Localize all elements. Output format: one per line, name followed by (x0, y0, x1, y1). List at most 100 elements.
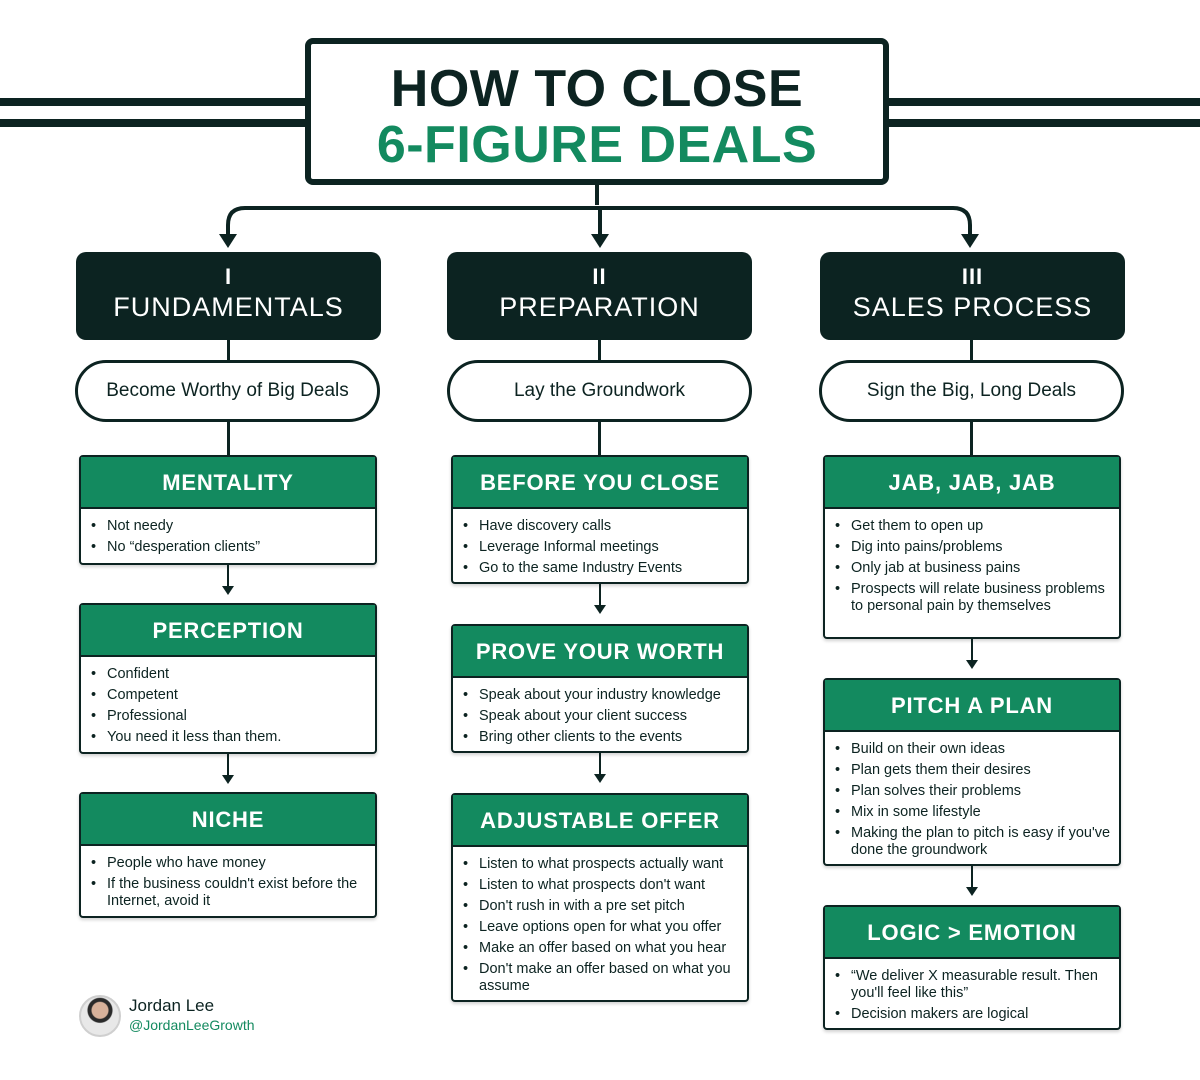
card-title: NICHE (81, 794, 375, 846)
list-item: Decision makers are logical (835, 1006, 1113, 1023)
arrow-down-icon (966, 887, 978, 896)
connector (227, 565, 229, 587)
connector (970, 340, 973, 360)
list-item: Listen to what prospects don't want (463, 877, 741, 894)
card-perception: PERCEPTION Confident Competent Professio… (79, 603, 377, 754)
list-item: If the business couldn't exist before th… (91, 876, 369, 910)
stage-numeral: I (224, 264, 233, 289)
author-avatar (79, 995, 121, 1037)
card-adjustable-offer: ADJUSTABLE OFFER Listen to what prospect… (451, 793, 749, 1002)
list-item: Plan gets them their desires (835, 762, 1113, 779)
list-item: No “desperation clients” (91, 539, 369, 556)
list-item: “We deliver X measurable result. Then yo… (835, 968, 1113, 1002)
connector (227, 754, 229, 776)
connector (971, 639, 973, 661)
card-list: Have discovery calls Leverage Informal m… (453, 509, 747, 588)
card-list: Not needy No “desperation clients” (81, 509, 375, 567)
author-handle: @JordanLeeGrowth (129, 1017, 255, 1033)
card-prove-your-worth: PROVE YOUR WORTH Speak about your indust… (451, 624, 749, 753)
list-item: Not needy (91, 518, 369, 535)
card-niche: NICHE People who have money If the busin… (79, 792, 377, 918)
tagline-sales-process: Sign the Big, Long Deals (819, 360, 1124, 422)
connector (227, 422, 230, 456)
list-item: People who have money (91, 855, 369, 872)
author-name: Jordan Lee (129, 996, 215, 1015)
list-item: Professional (91, 708, 369, 725)
list-item: Speak about your client success (463, 708, 741, 725)
title-branch-connector (226, 185, 972, 236)
arrow-down-icon (594, 605, 606, 614)
list-item: Make an offer based on what you hear (463, 940, 741, 957)
list-item: Don't make an offer based on what you as… (463, 961, 741, 995)
list-item: Have discovery calls (463, 518, 741, 535)
card-title: MENTALITY (81, 457, 375, 509)
card-title: ADJUSTABLE OFFER (453, 795, 747, 847)
card-mentality: MENTALITY Not needy No “desperation clie… (79, 455, 377, 565)
connector (599, 753, 601, 775)
connector (599, 584, 601, 606)
title-line-1: HOW TO CLOSE (390, 60, 804, 118)
card-before-you-close: BEFORE YOU CLOSE Have discovery calls Le… (451, 455, 749, 584)
list-item: Speak about your industry knowledge (463, 687, 741, 704)
connector (227, 340, 230, 360)
arrow-down-icon (222, 775, 234, 784)
tagline-fundamentals: Become Worthy of Big Deals (75, 360, 380, 422)
card-list: “We deliver X measurable result. Then yo… (825, 959, 1119, 1034)
card-list: Listen to what prospects actually want L… (453, 847, 747, 1006)
tagline-preparation: Lay the Groundwork (447, 360, 752, 422)
stage-name: FUNDAMENTALS (113, 292, 344, 322)
card-title: PERCEPTION (81, 605, 375, 657)
arrow-down-icon (594, 774, 606, 783)
list-item: Prospects will relate business problems … (835, 581, 1113, 615)
connector (598, 340, 601, 360)
left-rail-top (0, 98, 310, 106)
arrow-down-icon (222, 586, 234, 595)
list-item: Leave options open for what you offer (463, 919, 741, 936)
stage-fundamentals: I FUNDAMENTALS (76, 252, 381, 340)
list-item: Dig into pains/problems (835, 539, 1113, 556)
list-item: Go to the same Industry Events (463, 560, 741, 577)
list-item: Confident (91, 666, 369, 683)
list-item: Only jab at business pains (835, 560, 1113, 577)
card-title: LOGIC > EMOTION (825, 907, 1119, 959)
card-logic-over-emotion: LOGIC > EMOTION “We deliver X measurable… (823, 905, 1121, 1030)
connector (971, 866, 973, 888)
list-item: Competent (91, 687, 369, 704)
card-list: Speak about your industry knowledge Spea… (453, 678, 747, 757)
stage-numeral: III (961, 264, 984, 289)
stage-name: PREPARATION (499, 292, 700, 322)
card-list: Confident Competent Professional You nee… (81, 657, 375, 757)
list-item: Mix in some lifestyle (835, 804, 1113, 821)
card-pitch-a-plan: PITCH A PLAN Build on their own ideas Pl… (823, 678, 1121, 866)
list-item: Leverage Informal meetings (463, 539, 741, 556)
card-title: PROVE YOUR WORTH (453, 626, 747, 678)
card-title: JAB, JAB, JAB (825, 457, 1119, 509)
list-item: Making the plan to pitch is easy if you'… (835, 825, 1113, 859)
card-title: PITCH A PLAN (825, 680, 1119, 732)
list-item: You need it less than them. (91, 729, 369, 746)
stage-numeral: II (592, 264, 607, 289)
card-list: Get them to open up Dig into pains/probl… (825, 509, 1119, 626)
list-item: Plan solves their problems (835, 783, 1113, 800)
list-item: Build on their own ideas (835, 741, 1113, 758)
connector (970, 422, 973, 456)
list-item: Bring other clients to the events (463, 729, 741, 746)
left-rail-bottom (0, 119, 310, 127)
stage-preparation: II PREPARATION (447, 252, 752, 340)
title-line-2: 6-FIGURE DEALS (376, 116, 818, 174)
arrow-to-fundamentals (219, 234, 237, 248)
card-jab-jab-jab: JAB, JAB, JAB Get them to open up Dig in… (823, 455, 1121, 639)
connector (598, 422, 601, 456)
stage-sales-process: III SALES PROCESS (820, 252, 1125, 340)
list-item: Get them to open up (835, 518, 1113, 535)
right-rail-bottom (885, 119, 1200, 127)
title-box: HOW TO CLOSE 6-FIGURE DEALS (305, 38, 889, 185)
list-item: Listen to what prospects actually want (463, 856, 741, 873)
list-item: Don't rush in with a pre set pitch (463, 898, 741, 915)
arrow-to-preparation (591, 234, 609, 248)
stage-name: SALES PROCESS (852, 292, 1093, 322)
arrow-to-sales-process (961, 234, 979, 248)
card-title: BEFORE YOU CLOSE (453, 457, 747, 509)
card-list: People who have money If the business co… (81, 846, 375, 921)
card-list: Build on their own ideas Plan gets them … (825, 732, 1119, 870)
